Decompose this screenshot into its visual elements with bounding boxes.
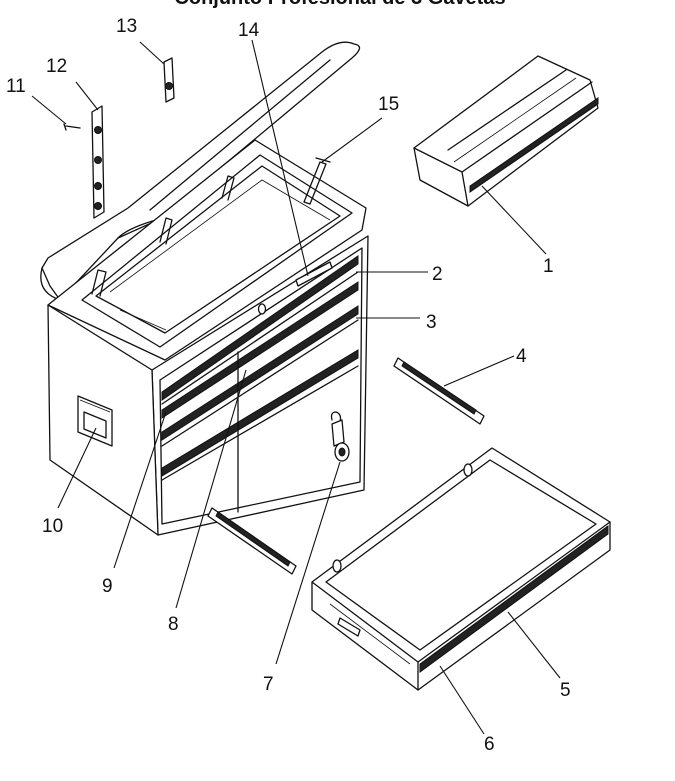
- callout-6: 6: [484, 734, 495, 755]
- callout-15: 15: [378, 94, 399, 115]
- hinge-pin: [63, 123, 81, 131]
- callout-3: 3: [426, 312, 437, 333]
- callout-7: 7: [263, 674, 274, 695]
- callout-2: 2: [432, 264, 443, 285]
- diagram-title: Conjunto Profesional de 3 Gavetas: [174, 0, 505, 9]
- lid-stay: [303, 161, 327, 205]
- side-handle: [77, 395, 113, 447]
- top-tray: [413, 55, 599, 207]
- tool-chest: [40, 41, 369, 536]
- label-plate: [295, 261, 333, 287]
- drawer-1-pull: [161, 255, 359, 401]
- drawer: [311, 447, 611, 691]
- drawer-2-pull: [161, 305, 359, 441]
- callout-5: 5: [560, 680, 571, 701]
- callout-numbers: 1 2 3 4 5 6 7 8 9 10 11 12 13 14 15: [6, 16, 571, 755]
- callout-11: 11: [6, 76, 26, 97]
- callout-4: 4: [516, 346, 527, 367]
- leader-lines: [31, 39, 561, 735]
- callout-14: 14: [238, 20, 260, 41]
- drawer-3-pull: [161, 349, 359, 477]
- callout-13: 13: [116, 16, 137, 37]
- drawer-slide-left: [207, 507, 297, 575]
- hinge-strip: [91, 105, 105, 219]
- callout-12: 12: [46, 56, 67, 77]
- callout-1: 1: [543, 256, 554, 277]
- lock-cylinder: [330, 411, 350, 462]
- callout-10: 10: [42, 516, 63, 537]
- drawer-slide-right: [393, 357, 485, 425]
- callout-9: 9: [102, 576, 113, 597]
- callout-8: 8: [168, 614, 179, 635]
- hinge-bracket: [163, 57, 175, 103]
